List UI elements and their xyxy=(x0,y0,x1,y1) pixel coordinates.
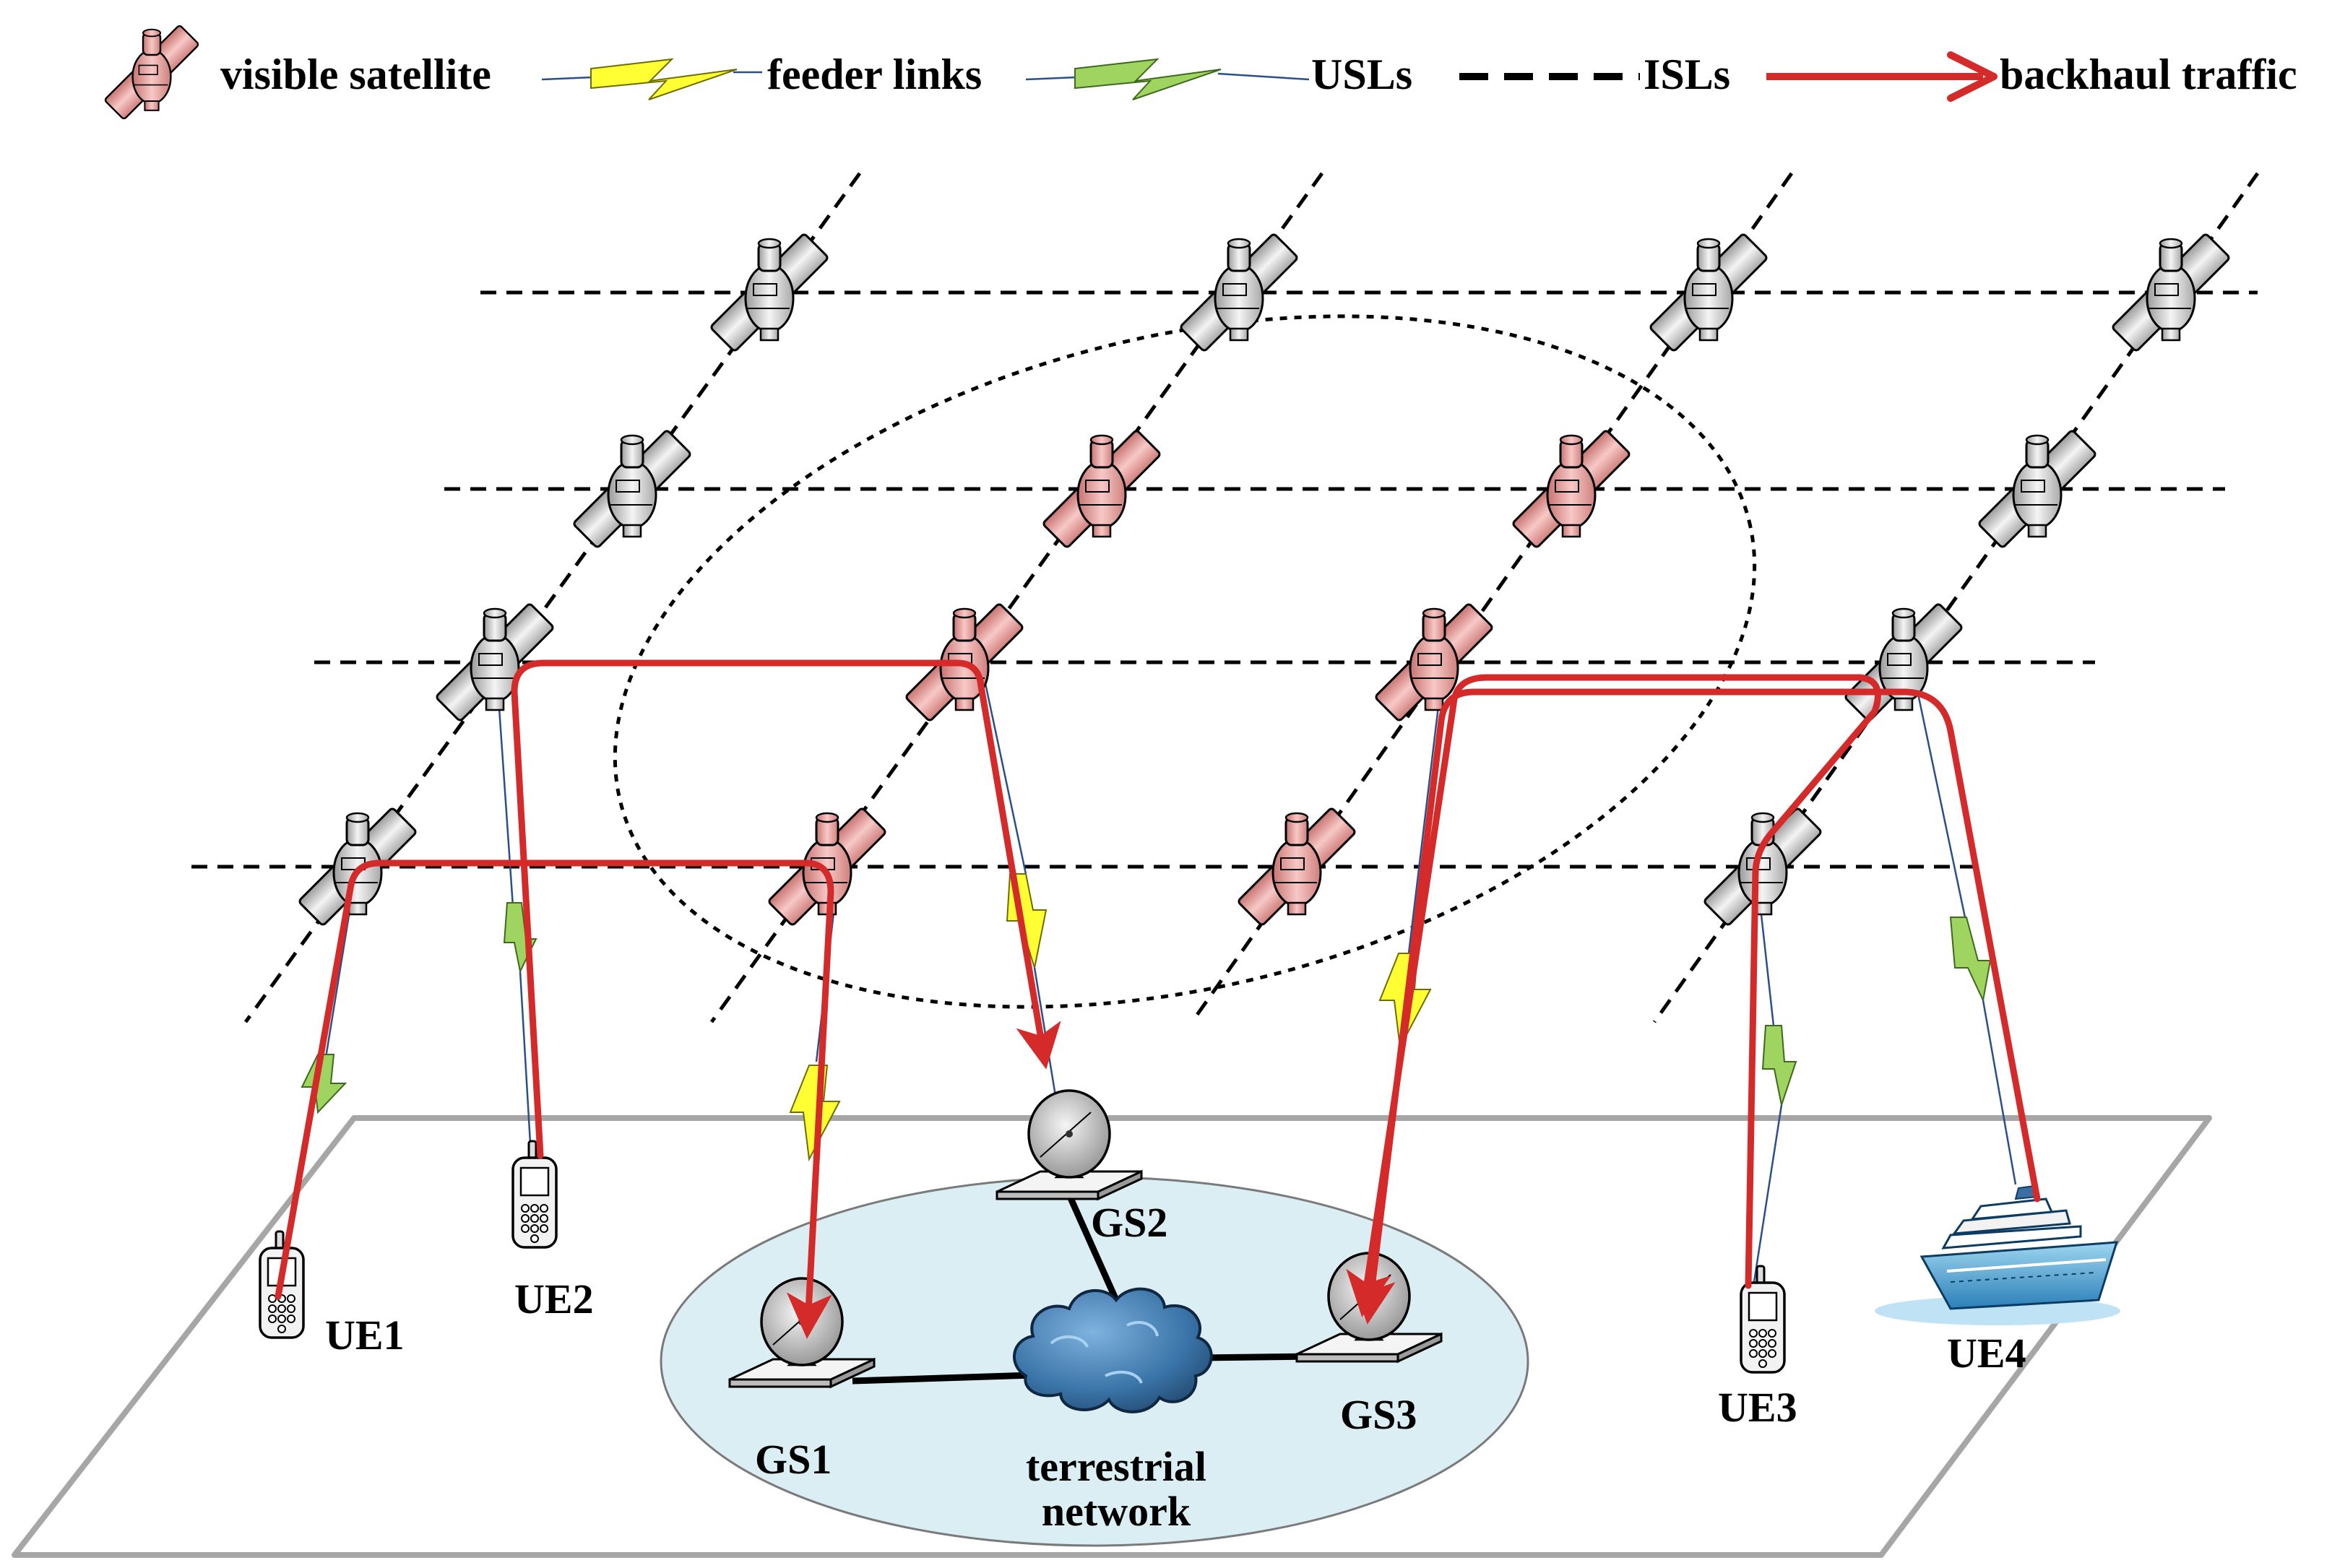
ue2: UE2 xyxy=(511,1140,594,1322)
legend-backhaul-arrow-icon xyxy=(1766,51,1998,102)
legend: visible satellite feeder links USLs ISLs… xyxy=(104,25,2297,119)
terrestrial-label-line2: network xyxy=(1042,1488,1191,1535)
ue4: UE4 xyxy=(1875,1184,2120,1377)
satellite-r2c1-icon xyxy=(573,430,691,548)
legend-usls-label: USLs xyxy=(1311,51,1412,98)
cruise-ship-icon xyxy=(1875,1184,2120,1325)
backhaul-route-ue1-gs1 xyxy=(275,859,834,1339)
gs3-label: GS3 xyxy=(1340,1391,1417,1438)
satellite-r1c3-icon xyxy=(1649,233,1768,352)
legend-feeder-link-icon xyxy=(541,58,762,100)
ground-station-gs3: GS3 xyxy=(1295,1252,1443,1438)
gs2-label: GS2 xyxy=(1091,1199,1167,1246)
ue1: UE1 xyxy=(259,1230,405,1359)
satellites xyxy=(298,233,2230,926)
satellite-r2c2-visible-icon xyxy=(1042,430,1161,548)
cloud-icon xyxy=(1013,1287,1213,1413)
legend-visible-satellite-label: visible satellite xyxy=(220,51,491,98)
gs1-label: GS1 xyxy=(755,1436,832,1483)
ue2-label: UE2 xyxy=(514,1275,594,1322)
backhaul-route-ue3-gs3 xyxy=(1346,674,1881,1317)
ue3: UE3 xyxy=(1718,1265,1797,1431)
legend-visible-satellite-icon xyxy=(104,25,199,119)
backhaul-route-ue2-gs2 xyxy=(511,659,1061,1159)
legend-usl-icon xyxy=(1025,58,1310,100)
terrestrial-links xyxy=(852,1190,1316,1385)
ue4-label: UE4 xyxy=(1947,1330,2026,1377)
ue1-label: UE1 xyxy=(325,1312,405,1359)
legend-isls-label: ISLs xyxy=(1644,51,1730,98)
legend-feeder-links-label: feeder links xyxy=(767,51,982,98)
backhaul-routes xyxy=(275,659,2041,1339)
usl-ue4 xyxy=(1913,676,2017,1185)
legend-backhaul-traffic-label: backhaul traffic xyxy=(2000,51,2297,98)
ue3-label: UE3 xyxy=(1718,1384,1797,1431)
coverage-region xyxy=(613,314,1757,1009)
ground-station-gs2: GS2 xyxy=(996,1089,1167,1246)
ground-station-gs1: GS1 xyxy=(728,1277,876,1483)
terrestrial-label-line1: terrestrial xyxy=(1026,1443,1206,1490)
backhaul-route-ue4-gs3 xyxy=(1350,688,2041,1325)
satellite-r2c3-visible-icon xyxy=(1512,430,1631,548)
satellite-r2c4-icon xyxy=(1978,430,2096,548)
feeder-gs2 xyxy=(983,676,1062,1127)
